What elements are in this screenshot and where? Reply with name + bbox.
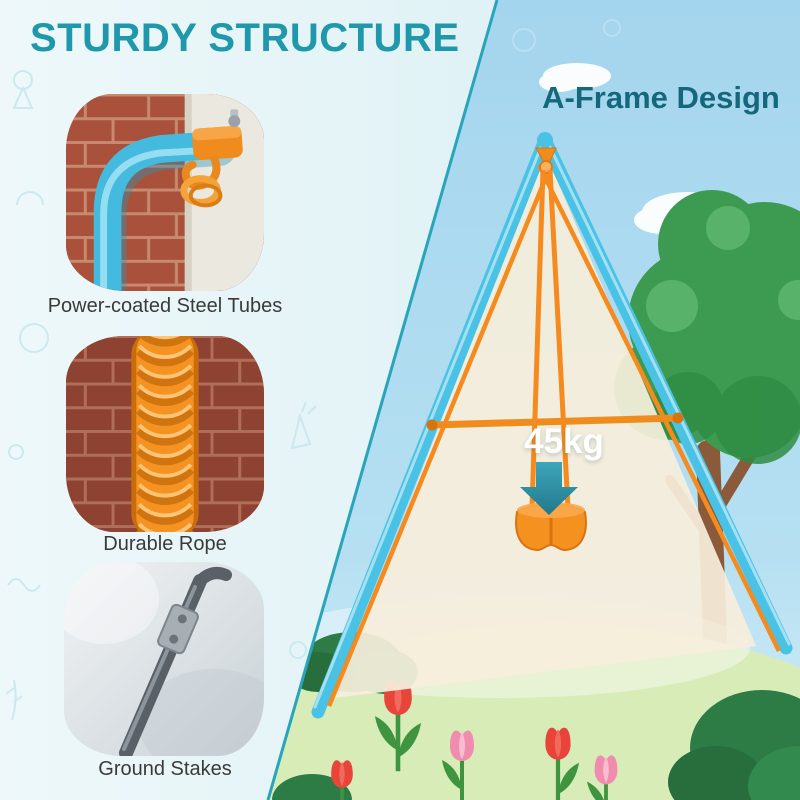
bush (668, 690, 800, 800)
crossbar (428, 414, 682, 429)
weight-down-arrow-icon (520, 462, 578, 515)
feature-photo-steel-tubes (66, 94, 264, 291)
diagonal-divider (266, 0, 499, 800)
braided-rope (131, 336, 199, 532)
cloud (539, 63, 611, 92)
ground-stake (119, 567, 232, 756)
weight-capacity-label: 45kg (524, 422, 604, 461)
rope-brace-left (326, 164, 554, 707)
tulip-red (545, 727, 579, 800)
tulip-pink (442, 730, 474, 800)
doodle-pattern (5, 70, 317, 721)
white-post (184, 94, 264, 291)
feature-caption-durable-rope: Durable Rope (103, 533, 227, 555)
swing-hook (180, 154, 223, 208)
feature-photo-durable-rope (66, 336, 264, 532)
tulip-red (331, 760, 353, 800)
rope-brace-right (536, 164, 782, 652)
aframe-design-heading: A-Frame Design (542, 80, 780, 115)
orange-corner-connector (192, 109, 243, 160)
stake-clamp (157, 603, 199, 655)
tree (614, 190, 800, 674)
feature-photo-ground-stakes (64, 562, 264, 756)
feature-caption-steel-tubes: Power-coated Steel Tubes (47, 295, 283, 317)
page-title: STURDY STRUCTURE (30, 16, 460, 60)
frame-right-leg (538, 133, 793, 655)
swing-rope (529, 169, 546, 509)
stake-photo-illustration (64, 562, 264, 756)
swing-rope (547, 169, 571, 509)
blue-steel-tube (93, 131, 236, 291)
steel-tube-photo-illustration (66, 94, 264, 291)
a-frame-swing (311, 132, 793, 719)
feature-caption-ground-stakes: Ground Stakes (98, 758, 232, 780)
apex-fitting (535, 147, 557, 170)
rope-photo-illustration (66, 336, 264, 532)
sky-doodles (512, 19, 621, 52)
